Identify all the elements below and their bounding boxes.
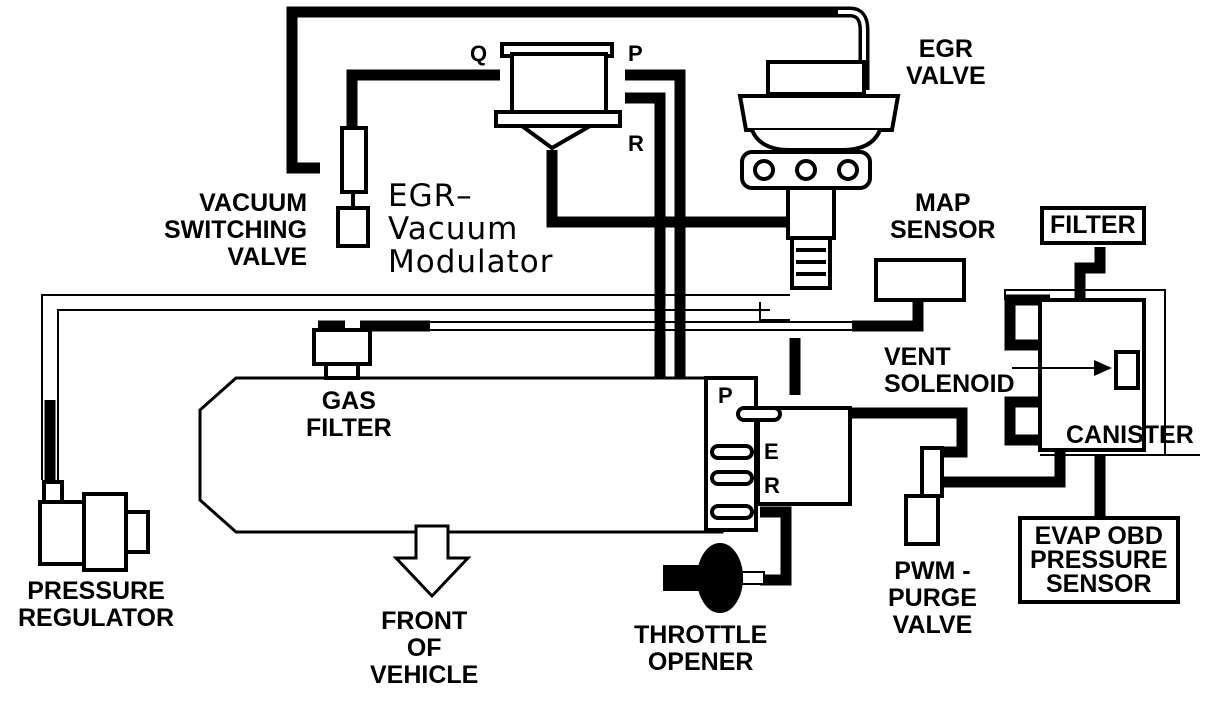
egr-valve-body: [737, 60, 901, 290]
modulator-port-r-label: R: [628, 131, 644, 156]
thermo-vacuum-valve: [704, 376, 852, 532]
modulator-port-p-label: P: [628, 41, 643, 66]
throttle-opener-body: [663, 543, 765, 613]
hose-vsv-to-egr-valve: [286, 6, 840, 174]
modulator-port-q-label: Q: [470, 41, 488, 66]
hose-canister-left: [1004, 294, 1050, 351]
hose-tvv-to-throttle-opener: [760, 506, 792, 586]
filter-label: FILTER: [1040, 206, 1146, 245]
pressure-regulator-body: [38, 480, 150, 572]
map-sensor-body: [874, 258, 966, 302]
pwm-purge-valve-body: [904, 446, 944, 546]
tvv-port-r-label: R: [764, 473, 780, 498]
hose-map-sensor: [852, 302, 924, 332]
canister-body: [1038, 298, 1146, 452]
vacuum-switching-valve: [336, 126, 370, 248]
egr-vacuum-modulator: [494, 42, 622, 151]
front-of-vehicle-arrow: [392, 524, 472, 599]
vent-solenoid-pointer: [1012, 360, 1112, 376]
thin-lines: [41, 289, 1200, 480]
tvv-port-e-label: E: [764, 439, 779, 464]
gas-filter-body: [312, 328, 372, 380]
canister-label: CANISTER: [1066, 421, 1194, 449]
hose-modulator-to-egr: [546, 150, 790, 228]
engine-outline: [198, 376, 724, 534]
hose-canister-left-low: [1004, 396, 1040, 446]
hose-vsv-to-modulator-q: [346, 69, 500, 130]
tvv-port-p-label: P: [718, 383, 733, 408]
